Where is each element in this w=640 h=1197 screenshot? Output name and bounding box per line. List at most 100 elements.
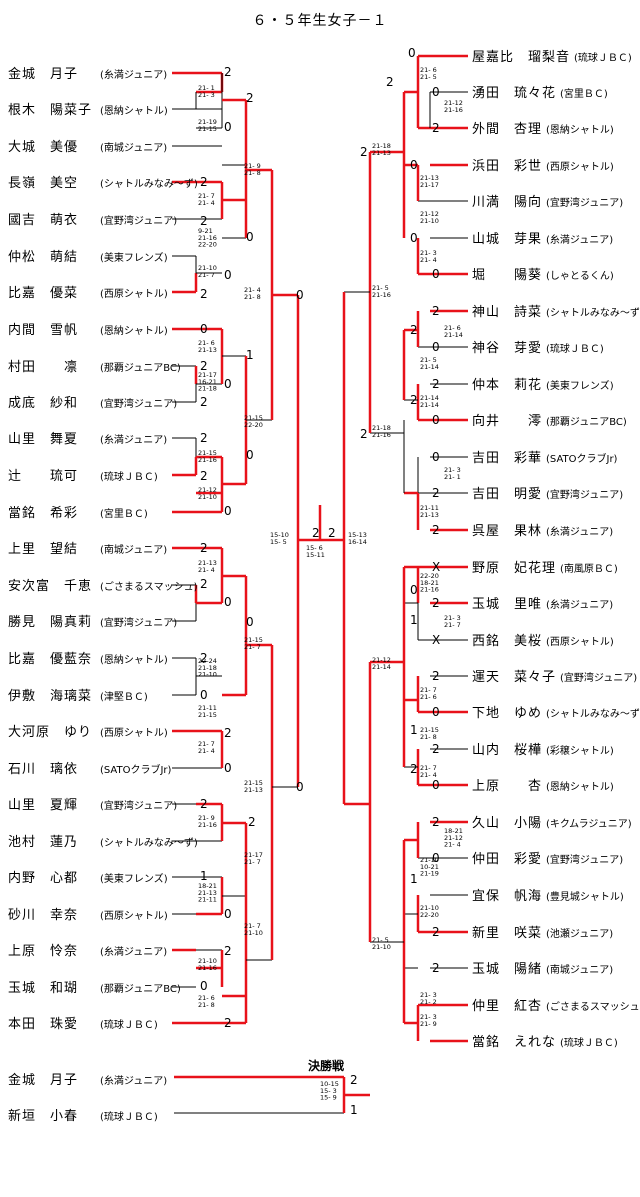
player-name: 辻 琉可	[8, 469, 79, 484]
match-mark: 2	[200, 214, 208, 228]
match-mark: 0	[224, 907, 232, 921]
right-player-row: 山内 桜樺(彩穣シャトル)	[472, 741, 614, 758]
match-mark: 0	[246, 615, 254, 629]
player-club: (那覇ジュニアBC)	[546, 417, 627, 428]
player-name: 仲本 莉花	[472, 378, 543, 393]
match-mark: 0	[296, 288, 304, 302]
right-player-row: 久山 小陽(キクムラジュニア)	[472, 814, 632, 831]
player-club: (恩納シャトル)	[100, 655, 168, 666]
player-name: 玉城 陽緒	[472, 962, 543, 977]
match-mark: 0	[408, 46, 416, 60]
player-name: 上原 杏	[472, 779, 543, 794]
final-score-2: 1	[350, 1103, 358, 1117]
match-mark: 0	[224, 595, 232, 609]
player-club: (恩納シャトル)	[100, 106, 168, 117]
match-mark: X	[432, 633, 440, 647]
player-club: (那覇ジュニアBC)	[100, 363, 181, 374]
player-club: (西原シャトル)	[100, 728, 168, 739]
player-name: 外間 杏理	[472, 122, 543, 137]
match-mark: 2	[200, 577, 208, 591]
player-name: 根木 陽菜子	[8, 103, 93, 118]
final-player-2-club: (琉球ＪＢＣ)	[100, 1112, 158, 1123]
player-club: (シャトルみなみ～ず)	[100, 838, 198, 849]
final-player-1-club: (糸満ジュニア)	[100, 1076, 168, 1087]
player-club: (糸満ジュニア)	[546, 527, 614, 538]
match-mark: 0	[432, 413, 440, 427]
player-name: 比嘉 優菜	[8, 286, 79, 301]
player-club: (SATOクラブJr)	[546, 454, 618, 465]
final-player-2: 新垣 小春(琉球ＪＢＣ)	[8, 1107, 158, 1124]
match-mark: 2	[200, 287, 208, 301]
left-player-row: 村田 凛(那覇ジュニアBC)	[8, 358, 181, 375]
left-player-row: 成底 紗和(宜野湾ジュニア)	[8, 394, 177, 411]
left-player-row: 勝見 陽真莉(宜野湾ジュニア)	[8, 613, 177, 630]
player-name: 大河原 ゆり	[8, 725, 93, 740]
match-mark: 2	[410, 393, 418, 407]
player-club: (西原シャトル)	[546, 637, 614, 648]
left-player-row: 内野 心都(美東フレンズ)	[8, 869, 168, 886]
player-name: 新里 咲菜	[472, 926, 543, 941]
left-player-row: 大河原 ゆり (西原シャトル)	[8, 723, 168, 740]
right-player-row: 湧田 琉々花(宮里ＢＣ)	[472, 84, 608, 101]
match-mark: 0	[224, 268, 232, 282]
match-mark: 2	[248, 815, 256, 829]
player-club: (恩納シャトル)	[546, 782, 614, 793]
right-player-row: 外間 杏理(恩納シャトル)	[472, 120, 614, 137]
left-player-row: 砂川 幸奈(西原シャトル)	[8, 906, 168, 923]
match-mark: 2	[360, 145, 368, 159]
match-mark: 2	[200, 431, 208, 445]
page-title: ６・５年生女子－１	[252, 13, 388, 29]
right-player-row: 屋嘉比 瑠梨音(琉球ＪＢＣ)	[472, 48, 632, 65]
match-mark: 0	[200, 688, 208, 702]
player-name: 長嶺 美空	[8, 176, 79, 191]
match-mark: 0	[432, 85, 440, 99]
final-score-1: 2	[350, 1073, 358, 1087]
right-player-row: 神山 詩菜(シャトルみなみ～ず)	[472, 303, 640, 320]
player-club: (池瀬ジュニア)	[546, 929, 614, 940]
right-player-row: 宜保 帆海(豊見城シャトル)	[472, 887, 624, 904]
left-player-row: 辻 琉可(琉球ＪＢＣ)	[8, 467, 158, 484]
right-player-row: 堀 陽葵(しゃとるくん)	[472, 266, 614, 283]
player-name: 砂川 幸奈	[8, 908, 79, 923]
right-player-row: 上原 杏(恩納シャトル)	[472, 777, 614, 794]
player-name: 吉田 明愛	[472, 487, 543, 502]
player-name: 勝見 陽真莉	[8, 615, 93, 630]
match-mark: 2	[386, 75, 394, 89]
match-mark: 0	[432, 340, 440, 354]
match-mark: 1	[246, 348, 254, 362]
match-mark: 2	[200, 469, 208, 483]
player-club: (宮里ＢＣ)	[100, 509, 148, 520]
match-mark: 0	[432, 851, 440, 865]
right-player-row: 向井 澪(那覇ジュニアBC)	[472, 412, 627, 429]
player-club: (シャトルみなみ～ず)	[100, 179, 198, 190]
player-club: (糸満ジュニア)	[546, 600, 614, 611]
player-club: (恩納シャトル)	[100, 326, 168, 337]
left-player-row: 石川 璃依(SATOクラブJr)	[8, 760, 171, 777]
player-club: (宜野湾ジュニア)	[546, 490, 624, 501]
player-name: 山城 芽果	[472, 232, 543, 247]
left-player-row: 上里 望結(南城ジュニア)	[8, 540, 167, 557]
